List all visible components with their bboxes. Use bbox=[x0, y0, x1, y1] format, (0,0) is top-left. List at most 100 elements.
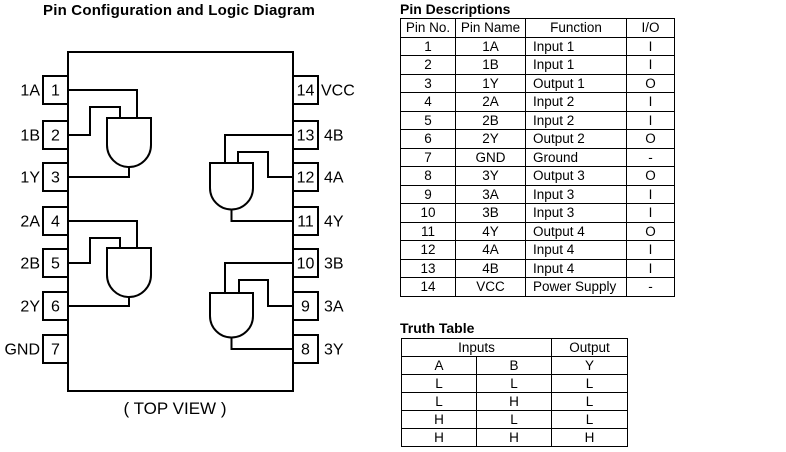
pin-3-box bbox=[42, 162, 69, 192]
header-pin-no: Pin No. bbox=[400, 18, 456, 38]
cell-pin-name: 4Y bbox=[455, 221, 526, 241]
pin-12: 12 4A bbox=[292, 162, 344, 192]
pin-row: 10 3B Input 3 I bbox=[400, 203, 675, 223]
cell-io: O bbox=[626, 166, 675, 186]
cell-io: O bbox=[626, 73, 675, 93]
truth-row: H H H bbox=[401, 428, 628, 447]
truth-row: L L L bbox=[401, 374, 628, 393]
cell-pin-no: 6 bbox=[400, 129, 456, 149]
pin-7-number: 7 bbox=[51, 342, 60, 359]
truth-row: H L L bbox=[401, 410, 628, 429]
pin-14-number: 14 bbox=[297, 83, 315, 100]
header-function: Function bbox=[525, 18, 627, 38]
wire-3y bbox=[230, 337, 293, 350]
pin-13-label: 4B bbox=[324, 128, 344, 145]
cell-function: Input 2 bbox=[525, 92, 627, 112]
cell-function: Input 3 bbox=[525, 203, 627, 223]
cell-function: Output 1 bbox=[525, 73, 627, 93]
cell-y: L bbox=[551, 392, 628, 411]
pin-row: 3 1Y Output 1 O bbox=[400, 73, 675, 93]
cell-io: I bbox=[626, 240, 675, 260]
cell-pin-no: 9 bbox=[400, 184, 456, 204]
pin-5-box bbox=[42, 248, 69, 278]
pin-4-box bbox=[42, 206, 69, 236]
cell-a: H bbox=[401, 428, 477, 447]
pin-7-label: GND bbox=[4, 342, 40, 359]
pin-6-box bbox=[42, 291, 69, 321]
cell-pin-no: 1 bbox=[400, 36, 456, 56]
col-a-label: A bbox=[401, 356, 477, 375]
cell-y: L bbox=[551, 410, 628, 429]
pin-6-label: 2Y bbox=[20, 299, 40, 316]
pin-10: 10 3B bbox=[292, 248, 344, 278]
cell-pin-no: 11 bbox=[400, 221, 456, 241]
wire-2y bbox=[68, 296, 130, 307]
cell-io: I bbox=[626, 110, 675, 130]
pin-5-number: 5 bbox=[51, 256, 60, 273]
cell-io: I bbox=[626, 36, 675, 56]
header-pin-name: Pin Name bbox=[455, 18, 526, 38]
pin-11: 11 4Y bbox=[292, 206, 344, 236]
pin-table-header-row: Pin No. Pin Name Function I/O bbox=[400, 18, 675, 38]
wire-2b bbox=[68, 237, 121, 264]
pin-4: 2A 4 bbox=[20, 206, 69, 236]
pin-12-box bbox=[292, 162, 319, 192]
pin-2-label: 1B bbox=[20, 128, 40, 145]
pin-2: 1B 2 bbox=[20, 120, 69, 150]
pin-6-number: 6 bbox=[51, 299, 60, 316]
and-gate-4-icon bbox=[209, 162, 254, 211]
pin-5-label: 2B bbox=[20, 256, 40, 273]
pin-4-number: 4 bbox=[51, 214, 60, 231]
pin-10-label: 3B bbox=[324, 256, 344, 273]
pin-14-box bbox=[292, 75, 319, 105]
pin-descriptions-table: Pin No. Pin Name Function I/O 1 1A Input… bbox=[400, 18, 675, 297]
pin-row: 9 3A Input 3 I bbox=[400, 184, 675, 204]
col-b-label: B bbox=[476, 356, 552, 375]
cell-pin-name: 4A bbox=[455, 240, 526, 260]
cell-io: - bbox=[626, 147, 675, 167]
cell-pin-no: 7 bbox=[400, 147, 456, 167]
pin-12-number: 12 bbox=[297, 170, 315, 187]
truth-table-title: Truth Table bbox=[400, 320, 475, 336]
pin-11-label: 4Y bbox=[324, 214, 344, 231]
cell-function: Input 3 bbox=[525, 184, 627, 204]
pin-1: 1A 1 bbox=[20, 75, 69, 105]
pin-6: 2Y 6 bbox=[20, 291, 69, 321]
cell-pin-name: 4B bbox=[455, 258, 526, 278]
pin-9-box bbox=[292, 291, 319, 321]
pin-row: 14 VCC Power Supply - bbox=[400, 277, 675, 297]
cell-function: Input 1 bbox=[525, 36, 627, 56]
pin-row: 7 GND Ground - bbox=[400, 147, 675, 167]
pin-1-box bbox=[42, 75, 69, 105]
cell-io: I bbox=[626, 55, 675, 75]
pin-7-box bbox=[42, 334, 69, 364]
wire-4b bbox=[224, 134, 293, 163]
header-io: I/O bbox=[626, 18, 675, 38]
pin-descriptions-title: Pin Descriptions bbox=[400, 1, 511, 17]
pin-14: 14 VCC bbox=[292, 75, 355, 105]
pin-row: 11 4Y Output 4 O bbox=[400, 221, 675, 241]
cell-pin-name: 2B bbox=[455, 110, 526, 130]
pin-11-box bbox=[292, 206, 319, 236]
pin-14-label: VCC bbox=[321, 83, 355, 100]
pin-8-number: 8 bbox=[301, 342, 310, 359]
pin-configuration-diagram: 1A 1 1B 2 1Y 3 2A 4 2B 5 2Y 6 bbox=[4, 51, 355, 418]
cell-pin-no: 3 bbox=[400, 73, 456, 93]
cell-pin-no: 5 bbox=[400, 110, 456, 130]
cell-pin-name: 3B bbox=[455, 203, 526, 223]
pin-8-box bbox=[292, 334, 319, 364]
cell-pin-no: 4 bbox=[400, 92, 456, 112]
cell-io: O bbox=[626, 221, 675, 241]
wire-3a bbox=[238, 279, 293, 307]
truth-subheader-row: A B Y bbox=[401, 356, 628, 375]
cell-pin-name: VCC bbox=[455, 277, 526, 297]
pin-1-number: 1 bbox=[51, 83, 60, 100]
cell-a: L bbox=[401, 374, 477, 393]
cell-io: I bbox=[626, 184, 675, 204]
pin-13-box bbox=[292, 120, 319, 150]
cell-function: Power Supply bbox=[525, 277, 627, 297]
cell-b: H bbox=[476, 392, 552, 411]
wire-1b bbox=[68, 106, 121, 136]
cell-pin-no: 12 bbox=[400, 240, 456, 260]
wire-1y bbox=[68, 166, 130, 178]
